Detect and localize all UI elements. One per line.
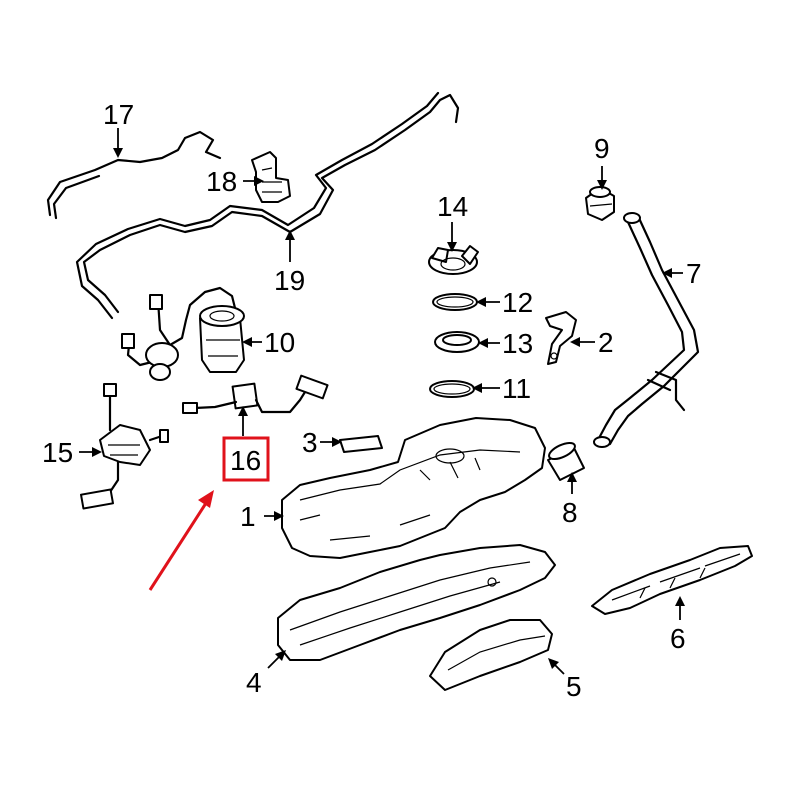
red-arrowhead	[198, 490, 214, 508]
part-17-fuel-line	[46, 130, 222, 220]
part-18-clip	[251, 151, 291, 203]
callout-16: 16	[230, 445, 261, 476]
callout-17: 17	[103, 99, 134, 130]
callout-11: 11	[502, 373, 531, 404]
part-15-sensor	[80, 383, 169, 510]
callout-13: 13	[502, 328, 533, 359]
part-12-o-ring	[432, 293, 478, 311]
part-3-pad	[339, 435, 383, 453]
part-13-seal	[434, 331, 480, 353]
part-1-fuel-tank	[281, 417, 546, 559]
callout-6: 6	[670, 623, 686, 654]
callout-5: 5	[566, 671, 582, 702]
part-5-heat-shield	[429, 619, 553, 691]
part-4-skid-plate	[277, 544, 556, 661]
part-6-shield	[591, 545, 753, 615]
callout-2: 2	[598, 327, 614, 358]
callout-18: 18	[206, 166, 237, 197]
part-11-gasket	[429, 380, 475, 398]
callout-12: 12	[502, 287, 533, 318]
part-7-filler-neck	[593, 212, 700, 448]
callout-4: 4	[246, 667, 262, 698]
callout-10: 10	[264, 327, 295, 358]
part-9-filler-cap	[585, 186, 615, 221]
leader-arrowheads	[92, 148, 685, 669]
part-10-fuel-pump	[121, 286, 245, 381]
callout-labels: 17 18 19 10 14 12 13 11 9 7 2 15 16 3 1 …	[42, 99, 702, 702]
callout-3: 3	[302, 427, 318, 458]
callout-9: 9	[594, 133, 610, 164]
part-2-bracket	[545, 311, 577, 365]
highlight-box	[222, 436, 270, 482]
part-14-lock-ring	[428, 245, 479, 275]
red-arrow	[148, 499, 210, 591]
callout-14: 14	[437, 191, 468, 222]
callout-8: 8	[562, 497, 578, 528]
callout-1: 1	[240, 501, 256, 532]
highlight-annotation	[148, 436, 270, 591]
part-8-hose	[547, 441, 585, 481]
callout-7: 7	[686, 258, 702, 289]
callout-19: 19	[274, 265, 305, 296]
part-16-sender-harness	[182, 374, 329, 414]
callout-15: 15	[42, 437, 73, 468]
